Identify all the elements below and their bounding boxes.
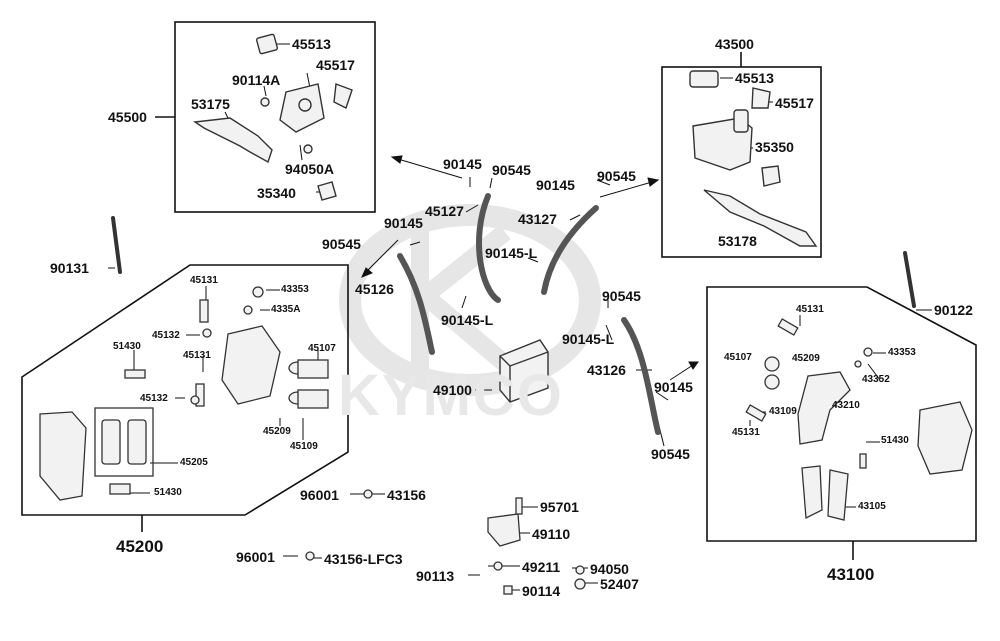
label-52407: 52407: [600, 576, 639, 592]
label-90122: 90122: [934, 302, 973, 318]
label-94050: 94050: [590, 561, 629, 577]
label-45127: 45127: [425, 203, 464, 219]
caliper-43100-parts: [745, 318, 973, 521]
label-45131-b: 45131: [183, 350, 211, 361]
label-45109: 45109: [290, 441, 318, 452]
label-49110: 49110: [532, 526, 571, 542]
label-35350: 35350: [755, 139, 794, 155]
label-45126: 45126: [355, 281, 394, 297]
label-49100: 49100: [433, 382, 472, 398]
label-43352: 43352: [862, 374, 890, 385]
label-96001-b: 96001: [236, 549, 275, 565]
label-90113: 90113: [416, 568, 455, 584]
label-90131: 90131: [50, 260, 89, 276]
label-45131-c: 45131: [796, 304, 824, 315]
label-43100: 43100: [827, 565, 875, 584]
label-45500: 45500: [108, 109, 147, 125]
label-4335A: 4335A: [271, 304, 301, 315]
label-45107-a: 45107: [308, 343, 336, 354]
label-45200: 45200: [116, 537, 164, 556]
label-45513-right: 45513: [735, 70, 774, 86]
bolt-90122: [903, 251, 916, 308]
label-45513-top: 45513: [292, 36, 331, 52]
abs-modulator-49100: [499, 339, 549, 403]
label-96001-a: 96001: [300, 487, 339, 503]
label-53178: 53178: [718, 233, 757, 249]
label-90545-d: 90545: [602, 288, 641, 304]
label-90145L-b: 90145-L: [441, 312, 494, 328]
label-94050A: 94050A: [285, 161, 335, 177]
label-45517-right: 45517: [775, 95, 814, 111]
bolt-90131: [111, 216, 122, 274]
label-95701: 95701: [540, 499, 579, 515]
label-90145-b: 90145: [536, 177, 575, 193]
label-45209-a: 45209: [263, 426, 291, 437]
label-51430-a: 51430: [113, 341, 141, 352]
label-35340: 35340: [257, 185, 296, 201]
label-90145L-a: 90145-L: [485, 245, 538, 261]
label-90114: 90114: [522, 583, 561, 599]
label-49211: 49211: [522, 559, 561, 575]
label-90545-e: 90545: [651, 446, 690, 462]
master-cylinder-43500: [689, 70, 818, 247]
kymco-watermark-logo: [339, 204, 601, 396]
label-45107-b: 45107: [724, 352, 752, 363]
label-43353-a: 43353: [281, 284, 309, 295]
label-45517-top: 45517: [316, 57, 355, 73]
bracket-parts: [305, 489, 586, 595]
label-90545-c: 90545: [322, 236, 361, 252]
label-45131-d: 45131: [732, 427, 760, 438]
label-43105: 43105: [858, 501, 886, 512]
label-45209-b: 45209: [792, 353, 820, 364]
label-43156: 43156: [387, 487, 426, 503]
label-51430-c: 51430: [881, 435, 909, 446]
label-43126: 43126: [587, 362, 626, 378]
label-43210: 43210: [832, 400, 860, 411]
label-51430-b: 51430: [154, 487, 182, 498]
label-45132-a: 45132: [152, 330, 180, 341]
box-43100: [706, 286, 977, 542]
label-43500: 43500: [715, 36, 754, 52]
label-90545-b: 90545: [597, 168, 636, 184]
label-43109: 43109: [769, 406, 797, 417]
label-90145-c: 90145: [384, 215, 423, 231]
box-45200: [21, 264, 349, 516]
label-90145-a: 90145: [443, 156, 482, 172]
label-90114A: 90114A: [232, 72, 281, 88]
label-43127: 43127: [518, 211, 557, 227]
label-45205: 45205: [180, 457, 208, 468]
label-43156-LFC3: 43156-LFC3: [324, 551, 403, 567]
label-90545-a: 90545: [492, 162, 531, 178]
caliper-45200-parts: [39, 286, 329, 501]
label-90145-d: 90145: [654, 379, 693, 395]
master-cylinder-45500: [193, 33, 353, 201]
label-45132-b: 45132: [140, 393, 168, 404]
watermark-brand-text: KYMCO: [338, 363, 564, 428]
brake-hoses: [397, 193, 661, 435]
label-53175: 53175: [191, 96, 230, 112]
label-45131-a: 45131: [190, 275, 218, 286]
label-43353-b: 43353: [888, 347, 916, 358]
label-90145L-c: 90145-L: [562, 331, 615, 347]
